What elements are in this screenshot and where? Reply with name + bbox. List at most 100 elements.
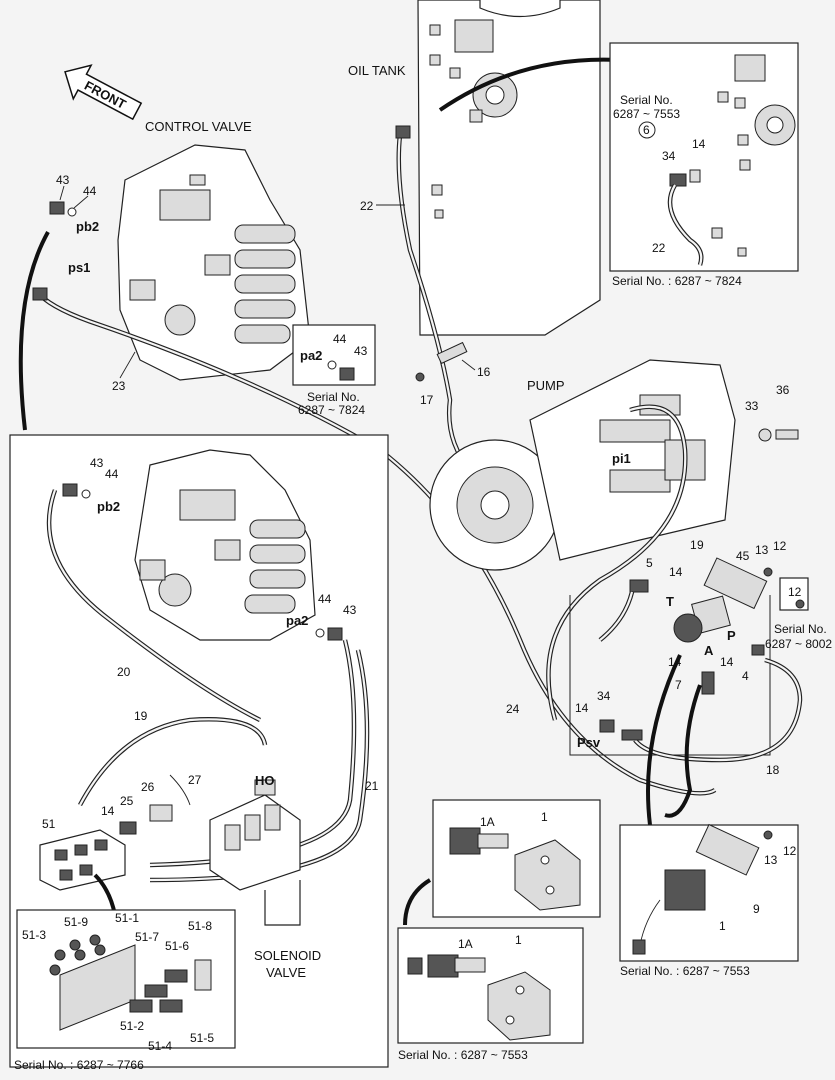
- callout-25: 25: [120, 794, 134, 808]
- pump-label: PUMP: [527, 378, 565, 393]
- callout-16: 16: [477, 365, 491, 379]
- callout-12-sv: 12: [783, 844, 797, 858]
- callout-1a-1: 1A: [480, 815, 495, 829]
- callout-22-sn: 22: [652, 241, 666, 255]
- callout-33: 33: [745, 399, 759, 413]
- port-p: P: [727, 628, 736, 643]
- control-valve-inset: [134, 449, 316, 641]
- sn-top-range: 6287 ~ 7553: [613, 107, 680, 121]
- callout-4: 4: [742, 669, 749, 683]
- callout-26: 26: [141, 780, 155, 794]
- callout-20: 20: [117, 665, 131, 679]
- port-pa2-top: pa2: [300, 348, 322, 363]
- callout-1-2: 1: [515, 933, 522, 947]
- callout-5: 5: [646, 556, 653, 570]
- callout-13-sv: 13: [764, 853, 778, 867]
- callout-14-d: 14: [575, 701, 589, 715]
- callout-43-inset2: 43: [343, 603, 357, 617]
- callout-44-top: 44: [83, 184, 97, 198]
- callout-23: 23: [112, 379, 126, 393]
- fitting-43-44-top: [49, 185, 89, 217]
- manifold-51: [39, 829, 126, 891]
- sn-inset: Serial No. : 6287 ~ 7766: [14, 1058, 144, 1072]
- callout-43-inset: 43: [90, 456, 104, 470]
- sn-sv1: Serial No. : 6287 ~ 7553: [620, 964, 750, 978]
- callout-51-4: 51-4: [148, 1039, 172, 1053]
- callout-44-inset: 44: [105, 467, 119, 481]
- callout-14-sn: 14: [692, 137, 706, 151]
- callout-1: 1: [690, 538, 697, 552]
- serial-box-range: 6287 ~ 7824: [298, 403, 365, 417]
- callout-14-c: 14: [720, 655, 734, 669]
- port-pa2-inset: pa2: [286, 613, 308, 628]
- callout-24: 24: [506, 702, 520, 716]
- callout-44-inset2: 44: [318, 592, 332, 606]
- callout-34-sn: 34: [662, 149, 676, 163]
- solenoid-valve-assembly: [209, 779, 301, 926]
- oil-tank-label: OIL TANK: [348, 63, 406, 78]
- callout-19: 19: [134, 709, 148, 723]
- sn-top-bottom: Serial No. : 6287 ~ 7824: [612, 274, 742, 288]
- port-t: T: [666, 594, 674, 609]
- serial-box-label: Serial No.: [307, 390, 360, 404]
- solenoid-right-part: [632, 823, 773, 955]
- port-pb2-top: pb2: [76, 219, 99, 234]
- callout-14-e: 14: [101, 804, 115, 818]
- port-pi1: pi1: [612, 451, 631, 466]
- callout-22: 22: [360, 199, 374, 213]
- fitting-ps1: [32, 287, 48, 301]
- callout-14-a: 14: [669, 565, 683, 579]
- callout-21: 21: [365, 779, 379, 793]
- callout-6: 6: [643, 123, 650, 137]
- front-arrow: FRONT: [64, 64, 143, 121]
- callout-36: 36: [776, 383, 790, 397]
- callout-51-9: 51-9: [64, 915, 88, 929]
- port-ho: HO: [255, 773, 275, 788]
- callout-51-1: 51-1: [115, 911, 139, 925]
- sn-right-label: Serial No.: [774, 622, 827, 636]
- callout-18: 18: [766, 763, 780, 777]
- callout-51-8: 51-8: [188, 919, 212, 933]
- manifold-exploded: [49, 934, 212, 1031]
- port-ps1: ps1: [68, 260, 90, 275]
- callout-51-3: 51-3: [22, 928, 46, 942]
- solenoid-lower-part: [407, 954, 551, 1041]
- sn-right-range: 6287 ~ 8002: [765, 637, 832, 651]
- callout-17: 17: [420, 393, 434, 407]
- callout-1-sv: 1: [719, 919, 726, 933]
- callout-12: 12: [773, 539, 787, 553]
- oil-tank: [417, 0, 601, 336]
- callout-43-box: 43: [354, 344, 368, 358]
- control-valve-top: [117, 144, 311, 381]
- solenoid-block-1: [673, 595, 731, 643]
- serial-box-pa2: [292, 324, 376, 386]
- solenoid-valve-label-1: SOLENOID: [254, 948, 321, 963]
- solenoid-upper-part: [449, 827, 581, 911]
- callout-7: 7: [675, 678, 682, 692]
- serial-inset-top: [609, 42, 799, 272]
- sn-top-label: Serial No.: [620, 93, 673, 107]
- callout-45: 45: [736, 549, 750, 563]
- callout-51: 51: [42, 817, 56, 831]
- control-valve-label: CONTROL VALVE: [145, 119, 252, 134]
- callout-34-b: 34: [597, 689, 611, 703]
- tank-detail-inset: [711, 54, 796, 257]
- solenoid-valve-label-2: VALVE: [266, 965, 306, 980]
- callout-51-7: 51-7: [135, 930, 159, 944]
- callout-51-5: 51-5: [190, 1031, 214, 1045]
- callout-13: 13: [755, 543, 769, 557]
- callout-12-sn: 12: [788, 585, 802, 599]
- callout-44-box: 44: [333, 332, 347, 346]
- callout-1a-2: 1A: [458, 937, 473, 951]
- callout-51-2: 51-2: [120, 1019, 144, 1033]
- sn-sv2: Serial No. : 6287 ~ 7553: [398, 1048, 528, 1062]
- callout-43-top: 43: [56, 173, 70, 187]
- port-psv: Psv: [577, 735, 601, 750]
- port-pb2-inset: pb2: [97, 499, 120, 514]
- port-a: A: [704, 643, 714, 658]
- pump: [429, 359, 736, 571]
- callout-9-sv: 9: [753, 902, 760, 916]
- callout-27: 27: [188, 773, 202, 787]
